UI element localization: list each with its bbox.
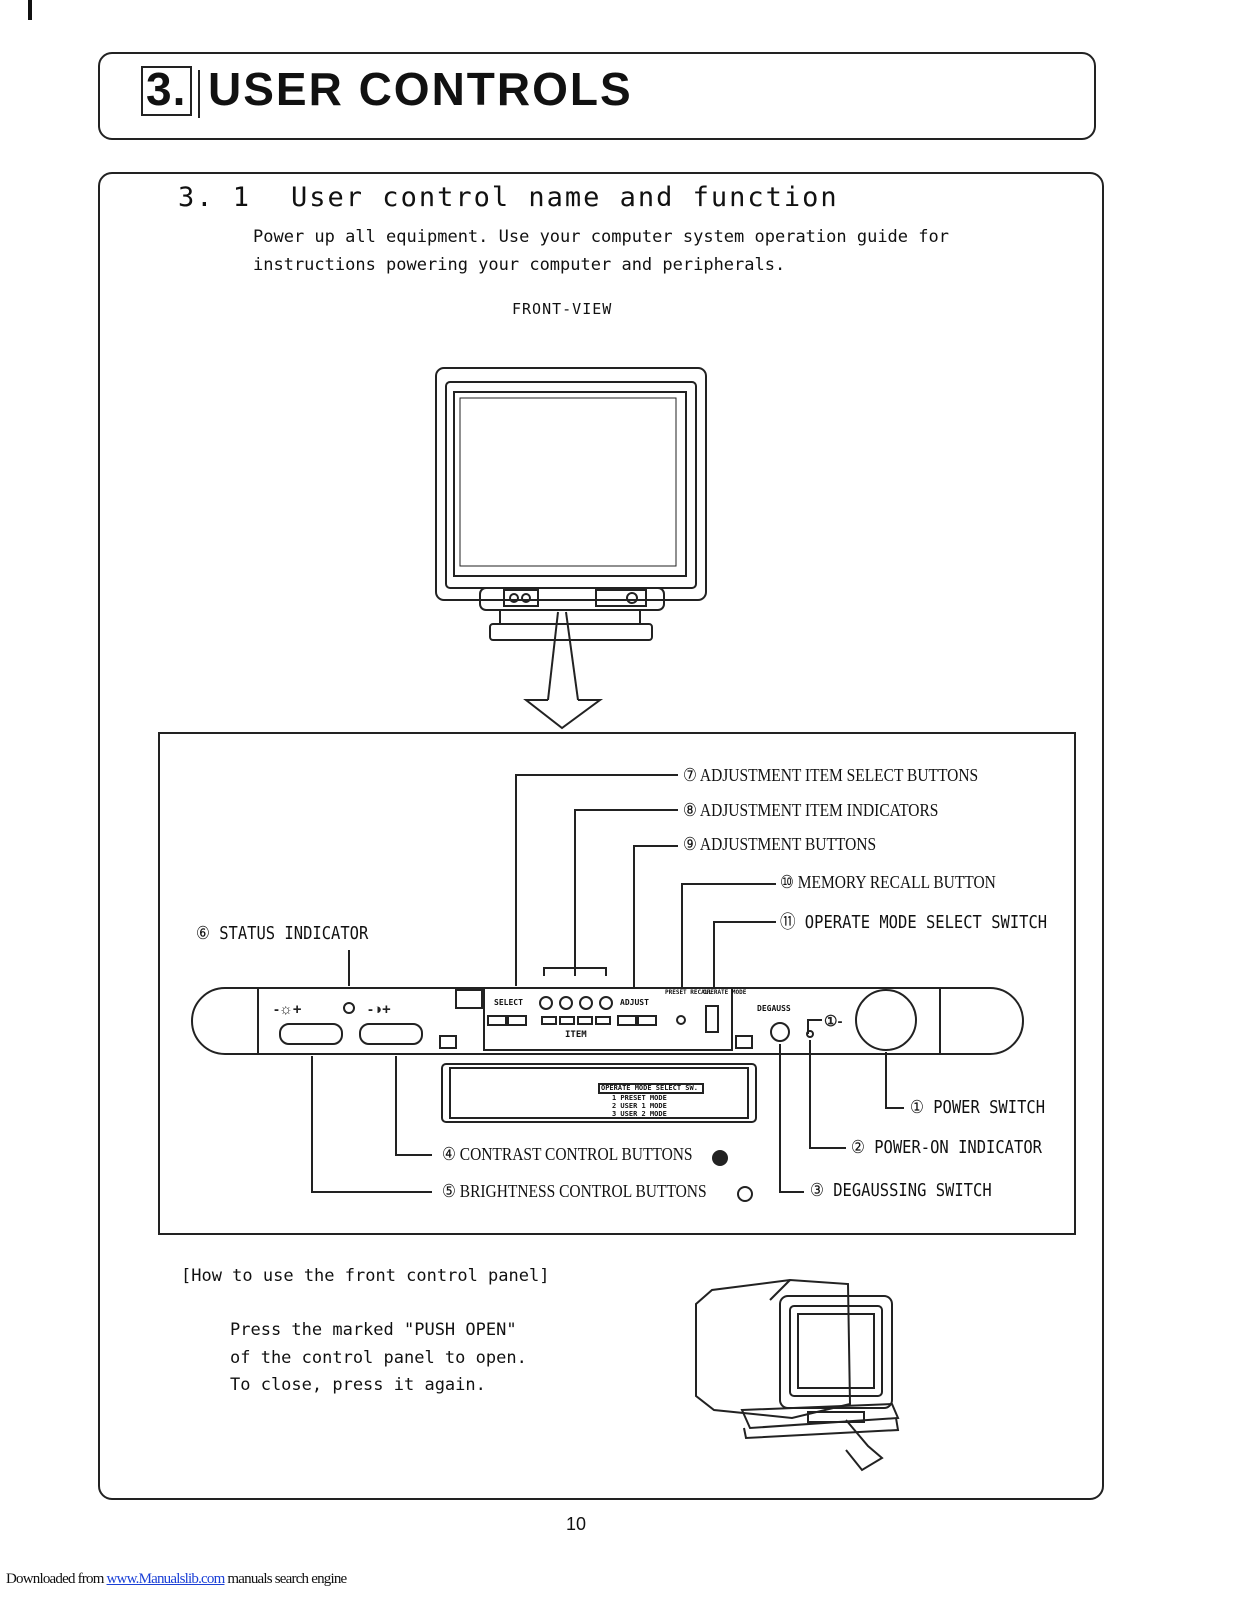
page-edge-mark (28, 0, 32, 20)
select-label: SELECT (494, 998, 523, 1007)
callout-operate-mode-select-switch: ⑪ OPERATE MODE SELECT SWITCH (780, 912, 1048, 933)
callout-adjustment-item-indicators: ⑧ ADJUSTMENT ITEM INDICATORS (683, 800, 939, 820)
mode-2-label: 2 USER 1 MODE (612, 1102, 667, 1110)
footer-link[interactable]: www.Manualslib.com (106, 1571, 226, 1587)
title-frame (98, 52, 1096, 140)
intro-line-1: Power up all equipment. Use your compute… (253, 227, 949, 247)
section-number-box (141, 66, 192, 116)
callout-adjustment-item-select-buttons: ⑦ ADJUSTMENT ITEM SELECT BUTTONS (683, 765, 979, 785)
subsection-title: User control name and function (291, 182, 839, 213)
callout-power-switch: ① POWER SWITCH (910, 1097, 1046, 1118)
callout-degaussing-switch: ③ DEGAUSSING SWITCH (810, 1180, 992, 1201)
mode-1-label: 1 PRESET MODE (612, 1094, 667, 1102)
preset-recall-label: PRESET RECALL (665, 989, 712, 996)
howto-line-2: of the control panel to open. (230, 1348, 527, 1368)
footer-suffix: manuals search engine (224, 1571, 347, 1587)
mode-3-label: 3 USER 2 MODE (612, 1110, 667, 1118)
section-number: 3. (146, 63, 187, 115)
callout-contrast-control-buttons: ④ CONTRAST CONTROL BUTTONS (442, 1144, 693, 1164)
item-label: ITEM (565, 1030, 587, 1040)
degauss-label: DEGAUSS (757, 1004, 791, 1013)
footer: Downloaded from www.Manualslib.com manua… (6, 1571, 347, 1588)
content-frame (98, 172, 1104, 1500)
howto-line-3: To close, press it again. (230, 1375, 486, 1395)
adjust-label: ADJUST (620, 998, 649, 1007)
subsection-heading: 3. 1 User control name and function (178, 182, 839, 213)
intro-line-2: instructions powering your computer and … (253, 255, 786, 275)
callout-power-on-indicator: ② POWER-ON INDICATOR (851, 1137, 1042, 1158)
footer-prefix: Downloaded from (6, 1571, 107, 1587)
howto-line-1: Press the marked "PUSH OPEN" (230, 1320, 517, 1340)
page-title: USER CONTROLS (208, 63, 633, 115)
page-number: 10 (566, 1514, 587, 1534)
operate-mode-label: OPERATE MODE (703, 989, 747, 996)
howto-heading: [How to use the front control panel] (181, 1266, 550, 1286)
callout-status-indicator: ⑥ STATUS INDICATOR (196, 923, 369, 944)
title-separator (198, 70, 200, 118)
subsection-number: 3. 1 (178, 182, 252, 213)
callout-brightness-control-buttons: ⑤ BRIGHTNESS CONTROL BUTTONS (442, 1181, 707, 1201)
control-panel-figure (158, 732, 1076, 1235)
front-view-label: FRONT-VIEW (512, 300, 613, 318)
callout-adjustment-buttons: ⑨ ADJUSTMENT BUTTONS (683, 834, 877, 854)
mode-select-title: OPERATE MODE SELECT SW. (601, 1084, 698, 1092)
callout-memory-recall-button: ⑩ MEMORY RECALL BUTTON (780, 872, 996, 892)
